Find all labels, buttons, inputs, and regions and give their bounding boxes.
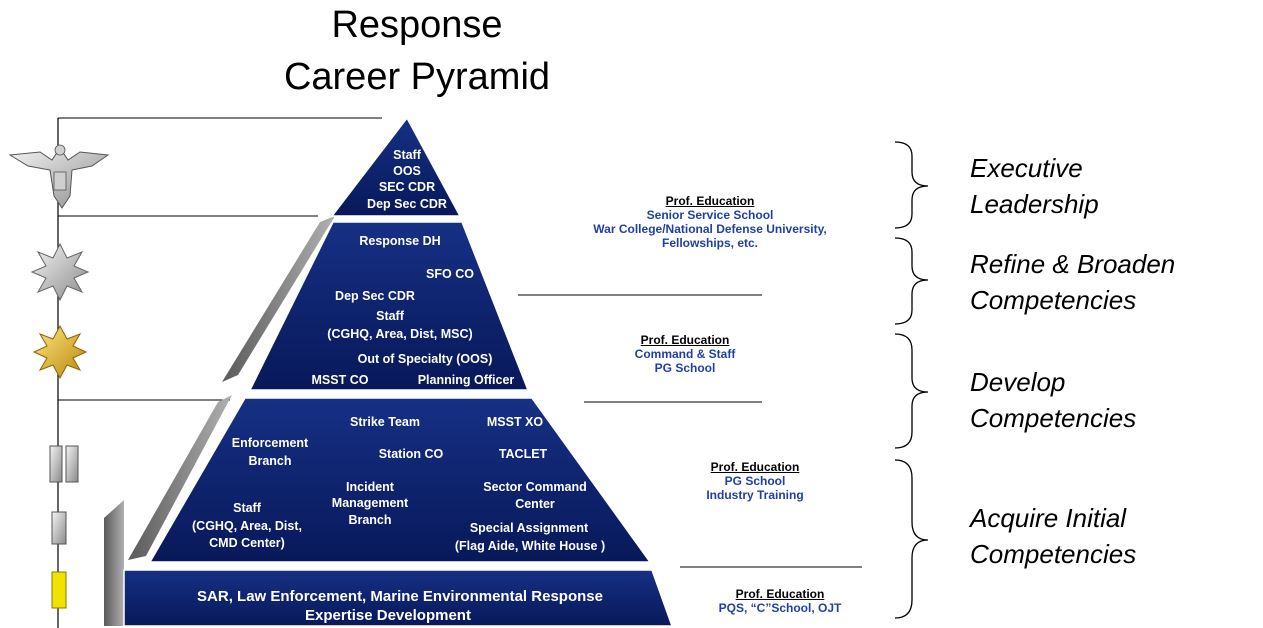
tier3-label-station-co: Station CO	[378, 447, 444, 461]
education-heading: Prof. Education	[640, 333, 730, 347]
tier2-label-dep-sec-cdr: Dep Sec CDR	[335, 289, 415, 303]
gold-bar-insignia	[51, 571, 67, 609]
single-silver-bar-insignia	[51, 511, 67, 545]
education-block-refine: Prof. Education Command & Staff PG Schoo…	[590, 333, 780, 375]
tier4-label-line1: SAR, Law Enforcement, Marine Environment…	[197, 588, 603, 605]
gold-oak-leaf-insignia	[32, 324, 88, 380]
brace-develop	[894, 333, 929, 449]
tier2-label-staff-detail: (CGHQ, Area, Dist, MSC)	[327, 327, 473, 341]
double-silver-bar-insignia	[49, 445, 79, 483]
tier2-label-oos: Out of Specialty (OOS)	[357, 352, 493, 366]
title-line-1: Response	[331, 4, 503, 46]
education-line: PG School	[654, 361, 716, 375]
tier3-label-incident: Incident	[346, 480, 394, 494]
phase-develop: Develop Competencies	[970, 364, 1136, 436]
phase-line: Refine & Broaden	[970, 249, 1176, 279]
education-heading: Prof. Education	[665, 194, 755, 208]
silver-oak-leaf-insignia	[30, 242, 90, 302]
tier1-label-staff: Staff	[393, 148, 421, 162]
tier3-label-special-assignment: Special Assignment	[469, 521, 589, 535]
education-heading: Prof. Education	[735, 587, 825, 601]
education-line: Senior Service School	[646, 208, 774, 222]
tier3-label-enforcement-branch: Branch	[248, 454, 292, 468]
education-line: PQS, “C”School, OJT	[718, 601, 842, 615]
phase-line: Acquire Initial	[970, 503, 1127, 533]
brace-refine	[894, 237, 929, 325]
tier3-label-sector-command: Sector Command	[483, 480, 587, 494]
tier1-label-sec-cdr: SEC CDR	[378, 180, 436, 194]
tier3-label-sector-center: Center	[515, 497, 555, 511]
title-line-2: Career Pyramid	[283, 56, 551, 98]
tier2-label-planning-officer: Planning Officer	[417, 373, 515, 387]
phase-refine-broaden: Refine & Broaden Competencies	[970, 246, 1175, 318]
phase-executive-leadership: Executive Leadership	[970, 150, 1099, 222]
phase-line: Competencies	[970, 285, 1137, 315]
tier3-label-msst-xo: MSST XO	[486, 415, 544, 429]
phase-acquire-initial: Acquire Initial Competencies	[970, 500, 1136, 572]
tier4-side-shadow	[104, 500, 124, 626]
tier2-label-staff: Staff	[376, 309, 404, 323]
tier2-label-sfo-co: SFO CO	[426, 267, 474, 281]
education-block-executive: Prof. Education Senior Service School Wa…	[530, 194, 890, 250]
tier1-label-dep-sec-cdr: Dep Sec CDR	[367, 197, 447, 211]
tier3-label-incident-management: Management	[331, 496, 409, 510]
education-line: War College/National Defense University,	[593, 222, 827, 236]
tier1-label-oos: OOS	[393, 164, 421, 178]
phase-line: Executive	[970, 153, 1083, 183]
phase-line: Competencies	[970, 539, 1137, 569]
pyramid-tier-refine	[248, 221, 530, 391]
tier2-label-msst-co: MSST CO	[311, 373, 369, 387]
tier3-label-staff: Staff	[233, 501, 261, 515]
education-line: Fellowships, etc.	[661, 236, 759, 250]
tier3-label-strike-team: Strike Team	[350, 415, 420, 429]
tier3-label-special-detail: (Flag Aide, White House )	[454, 539, 606, 553]
phase-line: Competencies	[970, 403, 1137, 433]
tier2-label-response-dh: Response DH	[359, 234, 441, 248]
tier3-label-staff-detail: (CGHQ, Area, Dist,	[192, 519, 302, 533]
brace-acquire	[894, 459, 929, 619]
tier3-label-taclet: TACLET	[498, 447, 548, 461]
tier3-label-incident-branch: Branch	[348, 513, 392, 527]
tier4-label-line2: Expertise Development	[305, 607, 471, 624]
phase-line: Develop	[970, 367, 1066, 397]
pyramid-tier-executive	[330, 116, 462, 217]
eagle-insignia	[8, 144, 110, 209]
education-heading: Prof. Education	[710, 460, 800, 474]
education-block-develop: Prof. Education PG School Industry Train…	[670, 460, 840, 502]
pyramid-tier-develop	[148, 397, 652, 563]
tier3-label-enforcement: Enforcement	[231, 436, 309, 450]
education-line: Command & Staff	[634, 347, 736, 361]
pyramid-tier-base	[123, 569, 674, 627]
education-line: PG School	[724, 474, 786, 488]
education-block-acquire: Prof. Education PQS, “C”School, OJT	[690, 587, 870, 615]
tier3-label-staff-center: CMD Center)	[209, 536, 285, 550]
education-line: Industry Training	[706, 488, 804, 502]
brace-executive	[894, 141, 929, 229]
tier2-side-shadow	[222, 216, 335, 382]
phase-line: Leadership	[970, 189, 1099, 219]
tier3-side-shadow	[128, 395, 232, 560]
